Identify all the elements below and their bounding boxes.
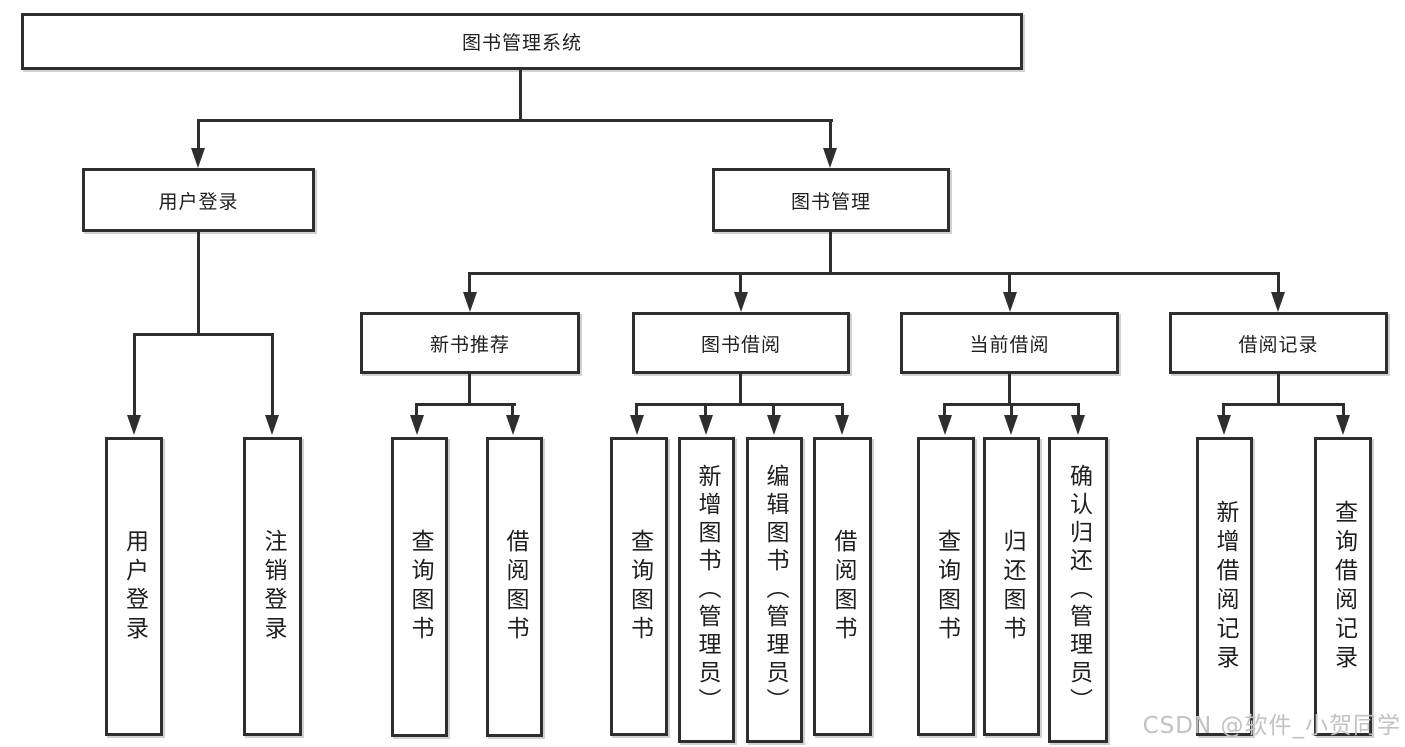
connector-drop (739, 272, 742, 295)
node-current-borrowing: 当前借阅 (900, 312, 1119, 374)
connector-current-stem (1008, 374, 1011, 406)
leaf-edit-books-admin: 编辑图书（管理员） (746, 437, 803, 743)
arrowhead-down-icon (835, 415, 849, 435)
arrowhead-down-icon (1003, 292, 1017, 312)
connector-userlogin-stem (197, 232, 200, 336)
leaf-borrow-books-borrowing: 借阅图书 (813, 437, 872, 736)
arrowhead-down-icon (463, 292, 477, 312)
arrowhead-down-icon (1217, 415, 1231, 435)
connector-drop (1342, 403, 1345, 417)
node-new-book-recommend: 新书推荐 (360, 312, 580, 374)
arrowhead-down-icon (1004, 415, 1018, 435)
arrowhead-down-icon (938, 415, 952, 435)
connector-drop (635, 403, 638, 417)
node-user-login: 用户登录 (82, 168, 315, 232)
leaf-logout: 注销登录 (243, 437, 302, 736)
arrowhead-down-icon (1336, 415, 1350, 435)
node-root: 图书管理系统 (21, 13, 1023, 70)
connector-drop (468, 272, 471, 295)
connector-drop (511, 403, 514, 417)
arrowhead-down-icon (410, 415, 424, 435)
leaf-user-login: 用户登录 (105, 437, 163, 736)
arrowhead-down-icon (767, 415, 781, 435)
connector-bookmgmt-stem (829, 232, 832, 275)
connector-drop (829, 119, 832, 150)
connector-drop (197, 119, 200, 150)
connector-drop (1010, 403, 1013, 417)
node-book-borrowing: 图书借阅 (632, 312, 850, 374)
connector-records-stem (1277, 374, 1280, 406)
connector-drop (271, 333, 274, 417)
arrowhead-down-icon (630, 415, 644, 435)
leaf-search-books-current: 查询图书 (917, 437, 975, 736)
connector-drop (1077, 403, 1080, 417)
connector-drop (841, 403, 844, 417)
connector-drop (415, 403, 418, 417)
connector-root-bus (197, 119, 833, 122)
leaf-return-books: 归还图书 (983, 437, 1040, 736)
arrowhead-down-icon (127, 415, 141, 435)
arrowhead-down-icon (191, 148, 205, 168)
connector-drop (1008, 272, 1011, 295)
arrowhead-down-icon (1271, 292, 1285, 312)
connector-drop (943, 403, 946, 417)
leaf-search-borrow-record: 查询借阅记录 (1314, 437, 1372, 736)
connector-records-bus (1222, 403, 1345, 406)
connector-drop (704, 403, 707, 417)
arrowhead-down-icon (1071, 415, 1085, 435)
connector-drop (772, 403, 775, 417)
arrowhead-down-icon (265, 415, 279, 435)
node-borrowing-records: 借阅记录 (1169, 312, 1388, 374)
connector-root-stem (519, 70, 522, 122)
leaf-confirm-return-admin: 确认归还（管理员） (1048, 437, 1108, 743)
leaf-borrow-books-recommend: 借阅图书 (486, 437, 543, 737)
arrowhead-down-icon (699, 415, 713, 435)
connector-userlogin-bus (133, 333, 274, 336)
leaf-add-books-admin: 新增图书（管理员） (678, 437, 735, 743)
node-book-management: 图书管理 (712, 168, 950, 232)
connector-recommend-bus (415, 403, 516, 406)
csdn-watermark: CSDN @软件_小贺同学 (1142, 713, 1401, 739)
connector-borrowing-bus (635, 403, 844, 406)
connector-drop (1222, 403, 1225, 417)
leaf-search-books-borrowing: 查询图书 (610, 437, 668, 736)
leaf-search-books-recommend: 查询图书 (391, 437, 448, 737)
leaf-add-borrow-record: 新增借阅记录 (1196, 437, 1253, 736)
connector-borrowing-stem (739, 374, 742, 406)
arrowhead-down-icon (734, 292, 748, 312)
arrowhead-down-icon (823, 148, 837, 168)
connector-bookmgmt-bus (468, 272, 1280, 275)
connector-drop (133, 333, 136, 417)
connector-drop (1277, 272, 1280, 295)
connector-recommend-stem (468, 374, 471, 406)
arrowhead-down-icon (506, 415, 520, 435)
